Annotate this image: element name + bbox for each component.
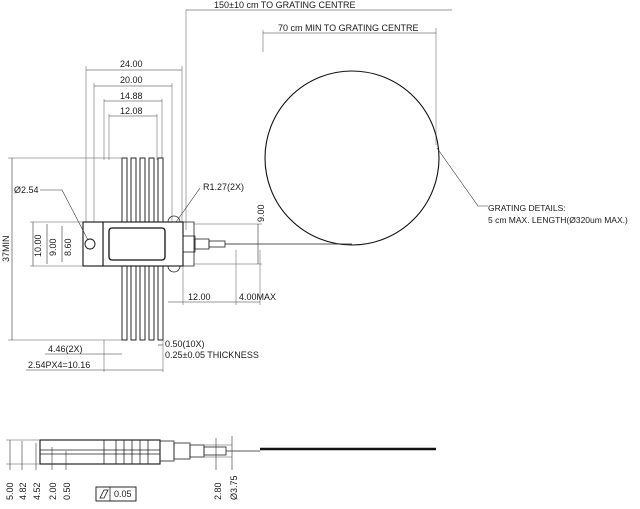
dim-width-1208: 12.08 xyxy=(120,106,143,116)
dim-snout: 12.00 4.00MAX xyxy=(168,250,276,305)
snout xyxy=(182,235,196,253)
radius-leader xyxy=(175,187,201,223)
dim-widths: 24.00 20.00 14.88 12.08 xyxy=(85,59,183,222)
dim-200-label: 2.00 xyxy=(48,482,58,500)
dim-37min-label: 37MIN xyxy=(1,235,11,262)
flatness-symbol: 0.05 xyxy=(95,486,137,502)
hole-leader xyxy=(40,189,89,241)
dim-fiber-min-label: 70 cm MIN TO GRATING CENTRE xyxy=(278,23,419,33)
dim-10-label: 10.00 xyxy=(33,234,43,257)
dim-width-1488: 14.88 xyxy=(120,91,143,101)
lid-window xyxy=(108,227,166,261)
dim-446-label: 4.46(2X) xyxy=(48,344,83,354)
dim-9-right-label: 9.00 xyxy=(256,204,266,222)
dim-width-20: 20.00 xyxy=(120,75,143,85)
grating-title: GRATING DETAILS: xyxy=(488,203,566,213)
grating-detail: 5 cm MAX. LENGTH(Ø320um MAX.) xyxy=(488,215,628,225)
dim-width-24: 24.00 xyxy=(120,59,143,69)
flange-right xyxy=(183,221,195,267)
side-snout xyxy=(159,440,175,462)
dim-bottom: 4.46(2X) 2.54PX4=10.16 0.50(10X) 0.25±0.… xyxy=(26,339,259,372)
pins-top xyxy=(121,157,164,223)
side-view: 5.00 4.82 4.52 2.00 0.50 0.05 2.80 Ø3.75 xyxy=(5,436,436,502)
dim-860-label: 8.60 xyxy=(63,238,73,256)
top-view: 150±10 cm TO GRATING CENTRE 70 cm MIN TO… xyxy=(1,0,628,372)
notch-bottom xyxy=(167,265,181,273)
dim-482-label: 4.82 xyxy=(18,482,28,500)
side-boot-2 xyxy=(189,444,205,458)
dim-452-label: 4.52 xyxy=(32,482,42,500)
side-dims-left: 5.00 4.82 4.52 2.00 0.50 xyxy=(5,439,72,500)
dim-4max-label: 4.00MAX xyxy=(239,292,276,302)
dim-hole-label: Ø2.54 xyxy=(14,185,39,195)
dim-pin-width-label: 0.50(10X) xyxy=(165,339,205,349)
fiber-coil xyxy=(264,70,440,246)
side-boot-1 xyxy=(173,442,191,460)
dim-9-right: 9.00 xyxy=(194,204,266,265)
side-body xyxy=(39,439,161,465)
dim-fiber-total: 150±10 cm TO GRATING CENTRE xyxy=(185,0,452,230)
dim-375-label: Ø3.75 xyxy=(229,475,239,500)
dim-fiber-min: 70 cm MIN TO GRATING CENTRE xyxy=(262,23,437,145)
dim-thickness-label: 0.25±0.05 THICKNESS xyxy=(165,350,259,360)
dim-500-label: 5.00 xyxy=(5,482,15,500)
pins-bottom xyxy=(121,263,164,341)
boot-1 xyxy=(194,238,210,250)
dim-radius-label: R1.27(2X) xyxy=(203,182,244,192)
dim-9-left-label: 9.00 xyxy=(48,238,58,256)
grating-leader xyxy=(436,147,488,207)
flatness-icon xyxy=(99,489,109,499)
notch-top xyxy=(167,215,181,223)
side-boot-3 xyxy=(203,446,227,456)
dim-12-label: 12.00 xyxy=(188,292,211,302)
dim-050-label: 0.50 xyxy=(62,482,72,500)
boot-2 xyxy=(208,240,226,248)
side-dims-right: 2.80 Ø3.75 xyxy=(204,436,239,500)
dim-verticals-left: 37MIN 10.00 9.00 8.60 xyxy=(1,157,122,341)
dim-fiber-total-label: 150±10 cm TO GRATING CENTRE xyxy=(214,0,355,10)
dim-pitch-label: 2.54PX4=10.16 xyxy=(28,360,90,370)
flatness-value: 0.05 xyxy=(114,489,132,499)
dim-280-label: 2.80 xyxy=(213,482,223,500)
mounting-hole xyxy=(84,238,96,250)
